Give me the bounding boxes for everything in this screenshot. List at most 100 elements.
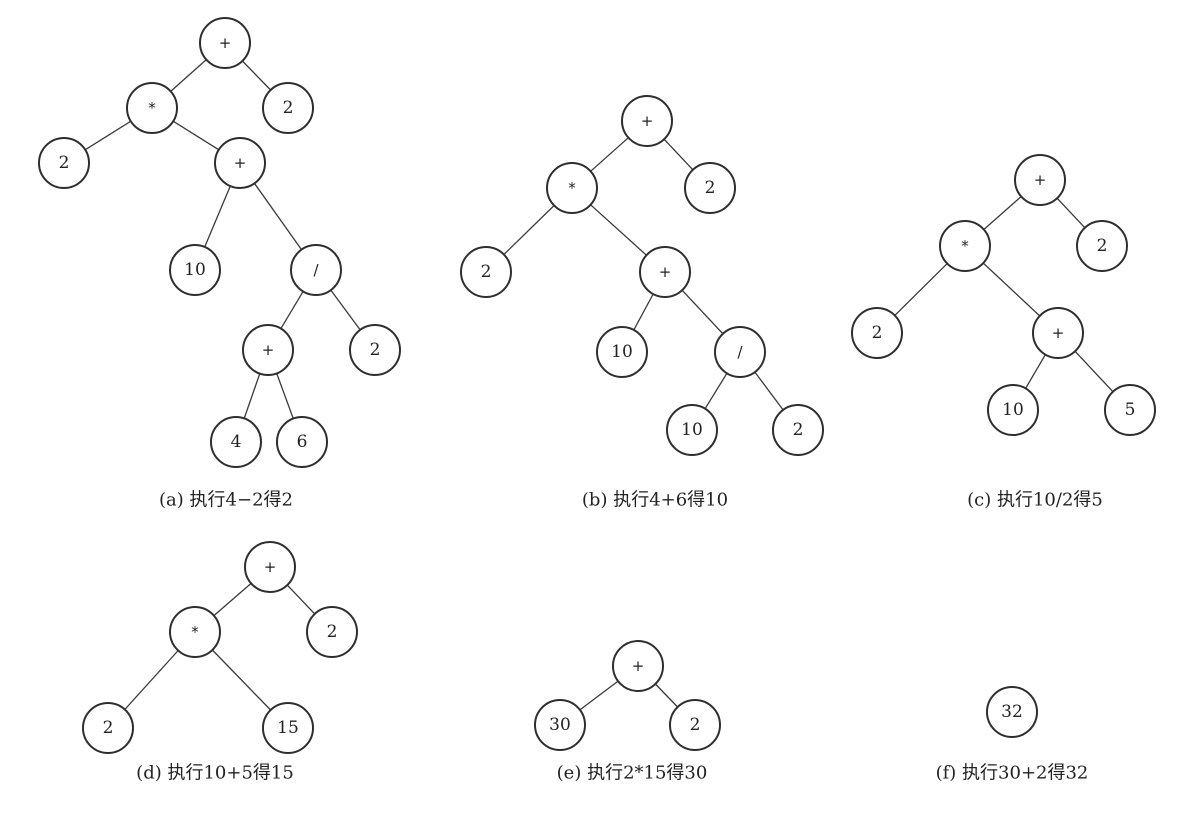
tree-node-d1-plus-operator: + bbox=[244, 541, 296, 593]
tree-edge-c5-c7 bbox=[1074, 350, 1114, 393]
tree-node-a8-plus-operator: + bbox=[242, 324, 294, 376]
tree-edge-a8-a11 bbox=[276, 373, 294, 419]
tree-node-a10-operand: 4 bbox=[210, 416, 262, 468]
node-circle bbox=[349, 324, 401, 376]
node-label: + bbox=[1034, 171, 1047, 189]
node-circle bbox=[276, 416, 328, 468]
node-circle bbox=[262, 82, 314, 134]
node-circle bbox=[1104, 384, 1156, 436]
tree-edge-b7-b8 bbox=[704, 372, 728, 410]
tree-edge-b7-b9 bbox=[754, 371, 784, 411]
node-label: 10 bbox=[1002, 400, 1024, 420]
panel-caption-e: (e) 执行2*15得30 bbox=[557, 763, 708, 784]
tree-edge-a7-a8 bbox=[280, 291, 304, 329]
node-circle bbox=[169, 244, 221, 296]
panel-caption-f: (f) 执行30+2得32 bbox=[936, 763, 1089, 784]
node-label: 5 bbox=[1125, 400, 1136, 420]
node-label: 2 bbox=[690, 715, 701, 735]
tree-node-b7-divide-operator: / bbox=[714, 326, 766, 378]
node-label: 2 bbox=[705, 178, 716, 198]
node-circle bbox=[244, 541, 296, 593]
node-label: 2 bbox=[370, 340, 381, 360]
tree-node-b9-operand: 2 bbox=[772, 404, 824, 456]
tree-edge-b1-b3 bbox=[663, 138, 694, 171]
node-circle bbox=[199, 17, 251, 69]
node-label: 15 bbox=[277, 718, 299, 738]
tree-edge-b2-b5 bbox=[590, 204, 647, 256]
tree-edge-a8-a10 bbox=[243, 373, 261, 419]
node-circle bbox=[214, 137, 266, 189]
node-label: 10 bbox=[184, 260, 206, 280]
node-label: * bbox=[191, 623, 199, 641]
tree-node-c5-plus-operator: + bbox=[1032, 307, 1084, 359]
node-circle bbox=[546, 162, 598, 214]
node-circle bbox=[126, 82, 178, 134]
node-label: / bbox=[737, 343, 743, 361]
tree-node-a2-multiply-operator: * bbox=[126, 82, 178, 134]
node-label: + bbox=[1052, 324, 1065, 342]
tree-node-f1-operand: 32 bbox=[986, 686, 1038, 738]
node-circle bbox=[210, 416, 262, 468]
tree-node-b5-plus-operator: + bbox=[639, 246, 691, 298]
node-circle bbox=[621, 95, 673, 147]
node-circle bbox=[242, 324, 294, 376]
edges-layer bbox=[84, 59, 1114, 711]
node-circle bbox=[939, 220, 991, 272]
tree-edge-a5-a7 bbox=[253, 183, 303, 250]
tree-node-c7-operand: 5 bbox=[1104, 384, 1156, 436]
panel-caption-a: (a) 执行4−2得2 bbox=[159, 490, 293, 511]
tree-edge-b5-b7 bbox=[681, 289, 724, 335]
node-circle bbox=[460, 246, 512, 298]
node-label: + bbox=[219, 34, 232, 52]
tree-edge-a5-a6 bbox=[204, 185, 231, 248]
node-label: 2 bbox=[327, 622, 338, 642]
tree-edge-c1-c3 bbox=[1056, 197, 1086, 229]
node-circle bbox=[1032, 307, 1084, 359]
tree-node-b1-plus-operator: + bbox=[621, 95, 673, 147]
tree-node-b2-multiply-operator: * bbox=[546, 162, 598, 214]
node-circle bbox=[596, 326, 648, 378]
node-circle bbox=[82, 702, 134, 754]
node-circle bbox=[290, 244, 342, 296]
panel-caption-d: (d) 执行10+5得15 bbox=[136, 763, 294, 784]
node-label: * bbox=[148, 99, 156, 117]
node-label: + bbox=[234, 154, 247, 172]
node-label: * bbox=[961, 237, 969, 255]
node-label: * bbox=[568, 179, 576, 197]
tree-node-c1-plus-operator: + bbox=[1014, 154, 1066, 206]
node-label: 6 bbox=[297, 432, 308, 452]
node-circle bbox=[306, 606, 358, 658]
tree-node-a7-divide-operator: / bbox=[290, 244, 342, 296]
tree-node-b8-operand: 10 bbox=[666, 404, 718, 456]
node-circle bbox=[612, 640, 664, 692]
node-circle bbox=[851, 307, 903, 359]
tree-node-a6-operand: 10 bbox=[169, 244, 221, 296]
tree-edge-d1-d3 bbox=[286, 584, 316, 615]
node-circle bbox=[534, 699, 586, 751]
tree-edge-b5-b6 bbox=[633, 293, 654, 331]
node-circle bbox=[772, 404, 824, 456]
node-circle bbox=[169, 606, 221, 658]
tree-node-d4-operand: 2 bbox=[82, 702, 134, 754]
tree-edge-e1-e3 bbox=[654, 683, 679, 708]
node-circle bbox=[1076, 220, 1128, 272]
tree-edge-e1-e2 bbox=[579, 680, 619, 711]
tree-node-c3-operand: 2 bbox=[1076, 220, 1128, 272]
node-label: 32 bbox=[1001, 702, 1023, 722]
tree-node-c2-multiply-operator: * bbox=[939, 220, 991, 272]
tree-node-a11-operand: 6 bbox=[276, 416, 328, 468]
tree-edge-c5-c6 bbox=[1025, 354, 1046, 389]
node-label: + bbox=[641, 112, 654, 130]
tree-node-b3-operand: 2 bbox=[684, 162, 736, 214]
node-label: 30 bbox=[549, 715, 571, 735]
node-circle bbox=[639, 246, 691, 298]
tree-edge-a2-a5 bbox=[172, 120, 220, 151]
node-label: 2 bbox=[1097, 236, 1108, 256]
tree-node-b4-operand: 2 bbox=[460, 246, 512, 298]
node-label: 2 bbox=[283, 98, 294, 118]
node-circle bbox=[262, 702, 314, 754]
tree-edge-c2-c4 bbox=[894, 263, 948, 316]
node-circle bbox=[669, 699, 721, 751]
